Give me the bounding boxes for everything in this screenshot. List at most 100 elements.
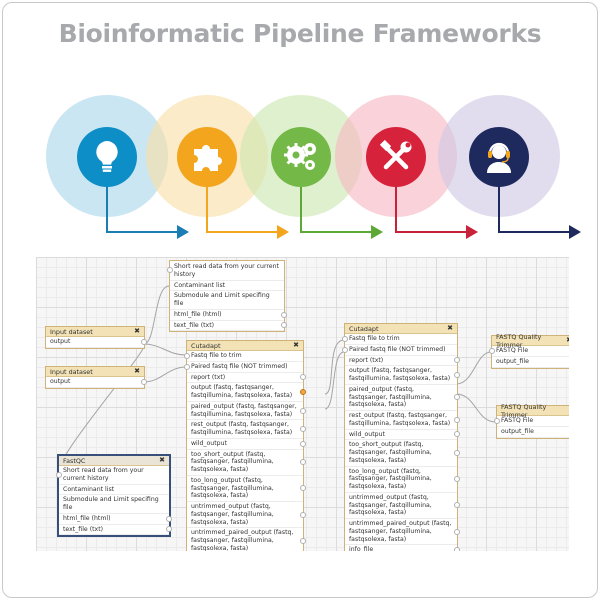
node-output-label: rest_output (fastq, fastqsanger, fastqil… — [349, 412, 451, 427]
connector-icon[interactable] — [281, 311, 287, 318]
workflow-connections — [59, 285, 497, 472]
fastq-quality-trimmer-node-1[interactable]: FASTQ Quality Trimmer✖ FASTQ File output… — [489, 332, 569, 369]
stage-arrow-line — [300, 231, 372, 233]
wire-cutadapt2-trimmer1 — [455, 351, 492, 385]
connector-icon[interactable] — [454, 357, 460, 364]
connector-icon[interactable] — [300, 511, 306, 518]
connector-icon[interactable] — [141, 338, 147, 345]
connector-icon[interactable] — [184, 363, 190, 370]
workflow-canvas[interactable]: Input dataset ✖ output Input dataset ✖ out… — [36, 257, 569, 551]
connector-icon[interactable] — [454, 449, 460, 456]
connector-icon[interactable] — [454, 431, 460, 438]
stage-badge — [177, 127, 237, 187]
cutadapt-node-1[interactable]: Cutadapt✖ Fastq file to trim Paired fast… — [184, 340, 306, 551]
connector-icon[interactable] — [494, 417, 500, 424]
connector-icon[interactable] — [166, 526, 172, 533]
node-output-label: paired_output (fastq, fastqsanger, fastq… — [191, 402, 297, 418]
node-output-label: output (fastq, fastqsanger, fastqillumin… — [191, 384, 293, 399]
connector-icon[interactable] — [454, 476, 460, 483]
stage-stem — [206, 186, 208, 231]
node-output-label: too_long_output (fastq, fastqsanger, fas… — [191, 476, 274, 500]
wire-cutadapt1-cutadapt2-a — [324, 339, 345, 395]
node-title: Cutadapt — [349, 324, 379, 333]
node-output-label: info_file — [349, 546, 374, 551]
gears-icon — [281, 139, 321, 175]
fastqc-node-top[interactable]: Short read data from your current histor… — [167, 260, 287, 333]
connector-icon[interactable] — [342, 346, 348, 353]
wire-input1-cutadapt1 — [143, 343, 187, 356]
node-output-label: output_file — [496, 357, 529, 365]
close-icon[interactable]: ✖ — [566, 336, 569, 345]
wire-input2-cutadapt1 — [143, 366, 187, 383]
fastq-quality-trimmer-node-2[interactable]: FASTQ Quality Trimmer✖ FASTQ File output… — [494, 403, 569, 439]
node-output-label: text_file (txt) — [174, 321, 215, 329]
connector-icon[interactable] — [454, 528, 460, 535]
support-agent-icon — [481, 139, 517, 175]
node-output-label: html_file (html) — [63, 514, 111, 522]
close-icon[interactable]: ✖ — [293, 341, 299, 350]
node-input-label: Submodule and Limit specifing file — [174, 292, 270, 307]
connector-icon[interactable] — [300, 537, 306, 544]
connector-icon[interactable] — [141, 378, 147, 385]
connector-icon[interactable] — [454, 394, 460, 401]
node-output-label: output (fastq, fastqsanger, fastqillumin… — [349, 367, 451, 382]
node-output-label: untrimmed_paired_output (fastq, fastqsan… — [191, 529, 294, 551]
connector-icon[interactable] — [300, 389, 306, 395]
node-input-label: Contaminant list — [174, 281, 226, 289]
stage-arrow-line — [395, 231, 467, 233]
close-icon[interactable]: ✖ — [447, 324, 453, 333]
close-icon[interactable]: ✖ — [134, 327, 140, 336]
connector-icon[interactable] — [342, 335, 348, 342]
input-dataset-node-1[interactable]: Input dataset ✖ output — [45, 326, 147, 349]
arrow-head-icon — [371, 225, 383, 239]
connector-icon[interactable] — [454, 416, 460, 423]
wire-cutadapt2-trimmer2 — [455, 393, 497, 423]
connector-icon[interactable] — [300, 485, 306, 492]
node-title: Input dataset — [50, 367, 93, 376]
connector-icon[interactable] — [454, 502, 460, 509]
connector-icon[interactable] — [300, 459, 306, 466]
connector-icon[interactable] — [56, 471, 62, 478]
page-title: Bioinformatic Pipeline Frameworks — [58, 19, 542, 48]
node-input-label: Paired fastq file (NOT trimmed) — [349, 345, 446, 353]
connector-icon[interactable] — [454, 372, 460, 378]
wire-input1-fastqc — [59, 343, 145, 472]
stage-arrow-line — [106, 231, 178, 233]
node-title: FastQC — [63, 456, 86, 465]
stage-badge — [366, 127, 426, 187]
connector-icon[interactable] — [300, 440, 306, 447]
connector-icon[interactable] — [166, 515, 172, 522]
connector-icon[interactable] — [300, 426, 306, 432]
node-input-label: Short read data from your current histor… — [63, 467, 144, 482]
node-output-label: too_short_output (fastq, fastqsanger, fa… — [349, 441, 432, 464]
node-output-label: untrimmed_output (fastq, fastqsanger, fa… — [191, 503, 274, 526]
node-title: Input dataset — [50, 327, 93, 336]
connector-icon[interactable] — [167, 267, 173, 274]
stage-stem — [498, 186, 500, 231]
node-title: FASTQ Quality Trimmer — [496, 332, 542, 349]
close-icon[interactable]: ✖ — [159, 456, 165, 465]
connector-icon[interactable] — [281, 322, 287, 329]
puzzle-icon — [190, 140, 224, 174]
close-icon[interactable]: ✖ — [134, 367, 140, 376]
node-input-label: Fastq file to trim — [191, 352, 242, 359]
stage-badge — [469, 127, 529, 187]
arrow-head-icon — [466, 225, 478, 239]
fastqc-node[interactable]: FastQC ✖ Short read data from your curren… — [56, 454, 172, 538]
connector-icon[interactable] — [300, 407, 306, 414]
node-output-label: output — [50, 338, 71, 345]
node-input-label: Fastq file to trim — [349, 335, 400, 342]
stage-stem — [395, 186, 397, 231]
node-output-label: html_file (html) — [174, 310, 222, 318]
cutadapt-node-2[interactable]: Cutadapt ✖ Fastq file to trim Paired fast… — [342, 323, 460, 551]
wire-cutadapt1-cutadapt2-b — [324, 351, 345, 410]
connector-icon[interactable] — [184, 352, 190, 359]
node-output-label: output_file — [501, 427, 534, 435]
node-input-label: Contaminant list — [63, 485, 115, 493]
input-dataset-node-2[interactable]: Input dataset✖ output — [45, 366, 147, 389]
node-output-label: too_long_output (fastq, fastqsanger, fas… — [349, 467, 432, 491]
node-output-label: wild_output — [191, 439, 227, 447]
connector-icon[interactable] — [300, 374, 306, 381]
connector-icon[interactable] — [454, 547, 460, 551]
connector-icon[interactable] — [489, 347, 495, 354]
